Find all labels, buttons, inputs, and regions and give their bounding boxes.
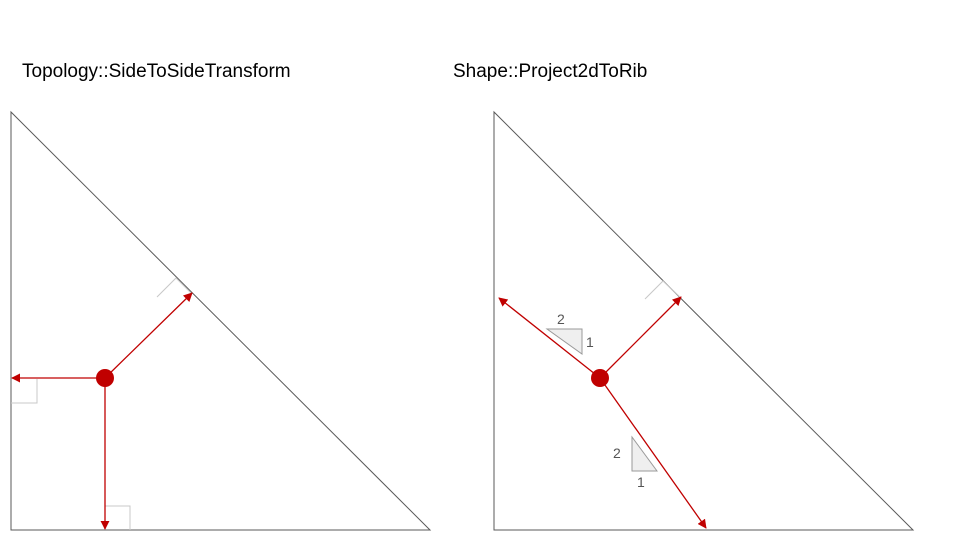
right-panel: 2 1 2 1 bbox=[493, 110, 915, 531]
lower-slope-run-label: 1 bbox=[637, 474, 645, 490]
left-right-angle-marker-hypotenuse bbox=[156, 277, 193, 298]
upper-slope-run-label: 2 bbox=[557, 311, 565, 327]
right-right-angle-marker-hypotenuse bbox=[644, 280, 682, 300]
right-arrow-upper-left bbox=[498, 297, 601, 379]
left-arrow-to-hypotenuse bbox=[104, 292, 193, 379]
right-interior-point bbox=[591, 369, 609, 387]
upper-slope-triangle-icon bbox=[545, 328, 583, 355]
right-panel-title: Shape::Project2dToRib bbox=[453, 61, 648, 82]
left-panel-title: Topology::SideToSideTransform bbox=[22, 61, 291, 82]
right-arrow-lower-right bbox=[599, 377, 707, 529]
lower-slope-triangle-icon bbox=[631, 435, 658, 472]
left-interior-point bbox=[96, 369, 114, 387]
right-reference-triangle bbox=[493, 110, 915, 531]
right-arrow-to-hypotenuse bbox=[599, 296, 682, 379]
lower-slope-rise-label: 2 bbox=[613, 445, 621, 461]
upper-slope-rise-label: 1 bbox=[586, 334, 594, 350]
left-right-angle-marker-vertical-side bbox=[11, 379, 38, 404]
left-reference-triangle bbox=[10, 110, 432, 531]
left-panel bbox=[10, 110, 432, 531]
left-right-angle-marker-bottom-side bbox=[105, 505, 131, 530]
